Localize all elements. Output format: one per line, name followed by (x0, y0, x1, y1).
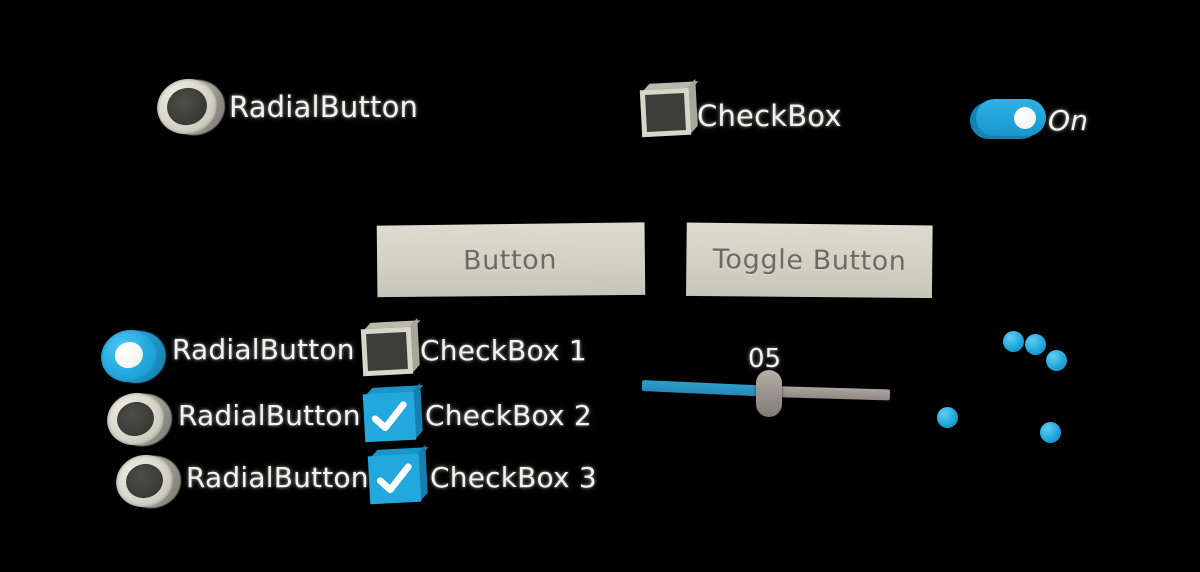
spinner-dot (1025, 334, 1046, 355)
radio-button-3[interactable] (114, 452, 175, 511)
toggle-on-icon (1014, 107, 1036, 129)
toggle-switch[interactable] (976, 99, 1046, 136)
radio-button-top[interactable] (155, 75, 219, 137)
checkbox-3[interactable] (368, 454, 421, 505)
checkbox-1[interactable] (361, 327, 413, 377)
slider-track-remaining (768, 386, 890, 400)
checkbox-2-label: CheckBox 2 (425, 399, 592, 432)
check-mark-icon (368, 454, 421, 505)
checkbox-checked-icon (368, 454, 421, 505)
push-button-label: Button (463, 244, 557, 276)
checkbox-checked-icon (363, 392, 416, 443)
checkbox-1-label: CheckBox 1 (420, 334, 587, 367)
radio-unselected-icon (124, 462, 164, 501)
toggle-button[interactable]: Toggle Button (686, 223, 933, 299)
radio-unselected-icon (166, 86, 208, 127)
radio-unselected-icon (115, 400, 155, 439)
push-button[interactable]: Button (377, 222, 646, 297)
radio-button-2[interactable] (105, 390, 166, 449)
radio-button-1[interactable] (99, 327, 160, 386)
slider-value: 05 (748, 344, 781, 374)
spinner-dot (1003, 331, 1024, 352)
radio-button-top-label: RadialButton (229, 90, 418, 124)
radio-button-3-label: RadialButton 3 (186, 461, 396, 494)
radio-button-2-label: RadialButton 2 (178, 399, 388, 432)
checkbox-2[interactable] (363, 392, 416, 443)
spinner-dot (1040, 422, 1061, 443)
checkbox-3-label: CheckBox 3 (430, 461, 597, 494)
spinner-dot (937, 407, 958, 428)
check-mark-icon (363, 392, 416, 443)
radio-button-1-label: RadialButton 1 (172, 333, 382, 366)
slider[interactable]: 05 (640, 348, 890, 418)
slider-handle[interactable] (756, 370, 782, 417)
toggle-button-label: Toggle Button (713, 244, 907, 277)
checkbox-top[interactable] (640, 88, 691, 138)
slider-track-filled (642, 380, 770, 397)
checkbox-unchecked-icon (361, 327, 413, 377)
toggle-switch-label: On (1048, 104, 1088, 137)
radio-selected-icon (114, 341, 145, 370)
spinner-dot (1046, 350, 1067, 371)
checkbox-top-label: CheckBox (697, 99, 842, 133)
checkbox-unchecked-icon (640, 88, 691, 138)
